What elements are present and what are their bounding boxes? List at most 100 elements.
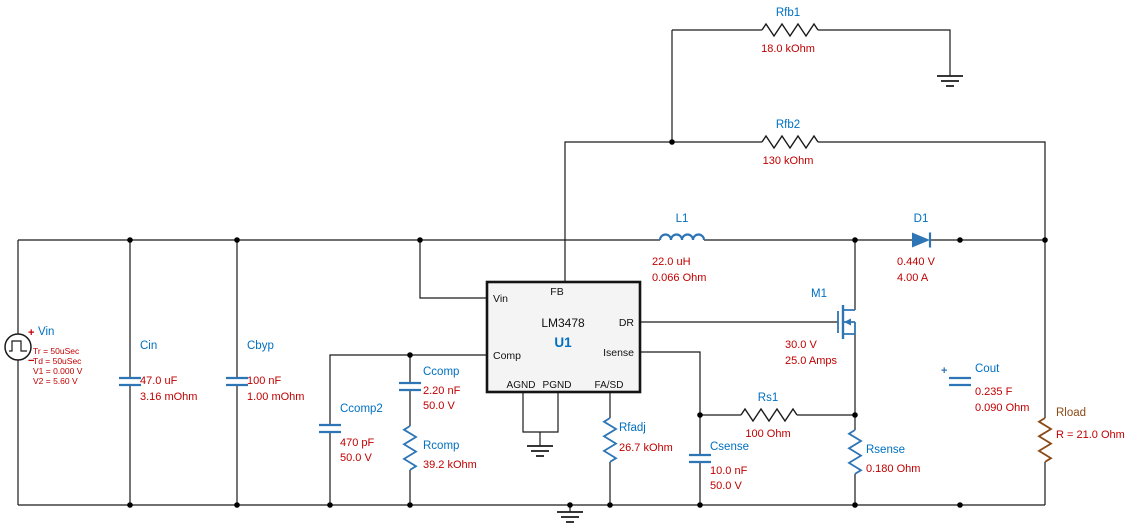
- m1-label: M1: [811, 288, 827, 300]
- resistor-rcomp[interactable]: Rcomp 39.2 kOhm: [402, 425, 477, 471]
- capacitor-symbol: [226, 376, 248, 387]
- csense-value: 50.0 V: [710, 480, 742, 492]
- capacitor-cin[interactable]: Cin 47.0 uF 3.16 mOhm: [119, 340, 197, 403]
- junction-dot: [327, 502, 333, 508]
- vin-label: Vin: [38, 326, 54, 338]
- junction-dot: [407, 352, 413, 358]
- junction-dot: [957, 502, 963, 508]
- junction-dot: [417, 237, 423, 243]
- ic-body: [485, 280, 642, 394]
- d1-value: 0.440 V: [897, 256, 936, 268]
- capacitor-symbol: [119, 376, 141, 387]
- csense-label: Csense: [710, 441, 749, 453]
- junction-dot: [697, 502, 703, 508]
- resistor-symbol: [740, 407, 798, 423]
- cbyp-value: 1.00 mOhm: [247, 391, 304, 403]
- d1-value: 4.00 A: [897, 272, 929, 284]
- csense-value: 10.0 nF: [710, 465, 748, 477]
- junction-dot: [234, 237, 240, 243]
- inductor-l1[interactable]: L1 22.0 uH 0.066 Ohm: [652, 213, 706, 284]
- rfb2-value: 130 kOhm: [763, 155, 814, 167]
- junction-dot: [852, 502, 858, 508]
- vin-param: V1 = 0.000 V: [33, 366, 83, 376]
- cin-value: 47.0 uF: [140, 375, 178, 387]
- inductor-symbol: [658, 233, 706, 241]
- resistor-symbol: [847, 429, 863, 475]
- ground-symbol-bottom-rail: [557, 511, 583, 523]
- cin-label: Cin: [140, 340, 157, 352]
- junction-dot: [957, 237, 963, 243]
- m1-value: 25.0 Amps: [785, 355, 837, 367]
- voltage-source-vin[interactable]: + − Vin Tr = 50uSec Td = 50uSec V1 = 0.0…: [4, 326, 83, 386]
- junction-dot: [607, 502, 613, 508]
- resistor-rfb1[interactable]: Rfb1 18.0 kOhm: [761, 7, 819, 55]
- rs1-value: 100 Ohm: [745, 428, 790, 440]
- junction-dot: [669, 139, 675, 145]
- capacitor-symbol: [689, 453, 711, 464]
- resistor-rs1[interactable]: Rs1 100 Ohm: [740, 392, 798, 440]
- capacitor-ccomp[interactable]: Ccomp 2.20 nF 50.0 V: [399, 366, 461, 412]
- cout-label: Cout: [975, 363, 1000, 375]
- rfb2-label: Rfb2: [776, 119, 800, 131]
- capacitor-symbol: [949, 376, 971, 387]
- rcomp-value: 39.2 kOhm: [423, 459, 477, 471]
- diode-d1[interactable]: D1 0.440 V 4.00 A: [897, 213, 936, 284]
- rsense-label: Rsense: [866, 444, 905, 456]
- pin-fb: FB: [550, 286, 563, 298]
- junction-dot: [852, 237, 858, 243]
- ccomp-value: 2.20 nF: [423, 385, 461, 397]
- rload-value: R = 21.0 Ohm: [1056, 429, 1125, 441]
- resistor-rload[interactable]: Rload R = 21.0 Ohm: [1037, 407, 1125, 463]
- resistor-symbol: [761, 22, 819, 38]
- rfb1-label: Rfb1: [776, 7, 800, 19]
- cout-value: 0.090 Ohm: [975, 402, 1029, 414]
- rfadj-value: 26.7 kOhm: [619, 442, 673, 454]
- pin-dr: DR: [619, 317, 635, 329]
- resistor-symbol: [1037, 417, 1053, 463]
- pin-isense: Isense: [603, 347, 634, 359]
- pin-vin: Vin: [493, 293, 508, 305]
- ccomp-label: Ccomp: [423, 366, 459, 378]
- junction-dot: [127, 502, 133, 508]
- rs1-label: Rs1: [758, 392, 778, 404]
- resistor-symbol: [761, 134, 819, 150]
- d1-label: D1: [914, 213, 929, 225]
- cin-value: 3.16 mOhm: [140, 391, 197, 403]
- l1-label: L1: [676, 213, 689, 225]
- rcomp-label: Rcomp: [423, 440, 459, 452]
- rfadj-label: Rfadj: [619, 422, 646, 434]
- junction-dot: [1042, 237, 1048, 243]
- capacitor-cbyp[interactable]: Cbyp 100 nF 1.00 mOhm: [226, 340, 304, 403]
- resistor-rfb2[interactable]: Rfb2 130 kOhm: [761, 119, 819, 167]
- capacitor-ccomp2[interactable]: Ccomp2 470 pF 50.0 V: [319, 403, 383, 464]
- vin-param: Td = 50uSec: [33, 356, 82, 366]
- ground-symbol-top-right: [937, 75, 963, 87]
- ground-symbol-agnd-pgnd: [527, 445, 553, 457]
- vin-minus-sign: −: [28, 355, 34, 367]
- diode-symbol: [912, 232, 930, 248]
- ccomp-value: 50.0 V: [423, 400, 455, 412]
- pulse-waveform-icon: [9, 340, 27, 352]
- cout-plus-sign: +: [941, 365, 947, 377]
- ic-u1[interactable]: LM3478 U1 Vin Comp FB DR Isense AGND PGN…: [485, 280, 642, 394]
- l1-value: 22.0 uH: [652, 256, 691, 268]
- mosfet-arrow: [844, 318, 851, 326]
- mosfet-m1[interactable]: M1 30.0 V 25.0 Amps: [785, 288, 856, 367]
- capacitor-cout[interactable]: + Cout 0.235 F 0.090 Ohm: [941, 363, 1029, 414]
- wires: [17, 29, 1046, 512]
- vin-param: V2 = 5.60 V: [33, 376, 78, 386]
- resistor-rsense[interactable]: Rsense 0.180 Ohm: [847, 429, 920, 475]
- mosfet-leads: [843, 309, 856, 335]
- capacitor-symbol: [399, 381, 421, 392]
- vin-plus-sign: +: [28, 327, 34, 339]
- capacitor-csense[interactable]: Csense 10.0 nF 50.0 V: [689, 441, 749, 492]
- resistor-symbol: [602, 417, 618, 463]
- ground-bars: [937, 75, 963, 87]
- cbyp-value: 100 nF: [247, 375, 282, 387]
- vin-param: Tr = 50uSec: [33, 346, 80, 356]
- resistor-rfadj[interactable]: Rfadj 26.7 kOhm: [602, 417, 673, 463]
- m1-value: 30.0 V: [785, 339, 817, 351]
- l1-value: 0.066 Ohm: [652, 272, 706, 284]
